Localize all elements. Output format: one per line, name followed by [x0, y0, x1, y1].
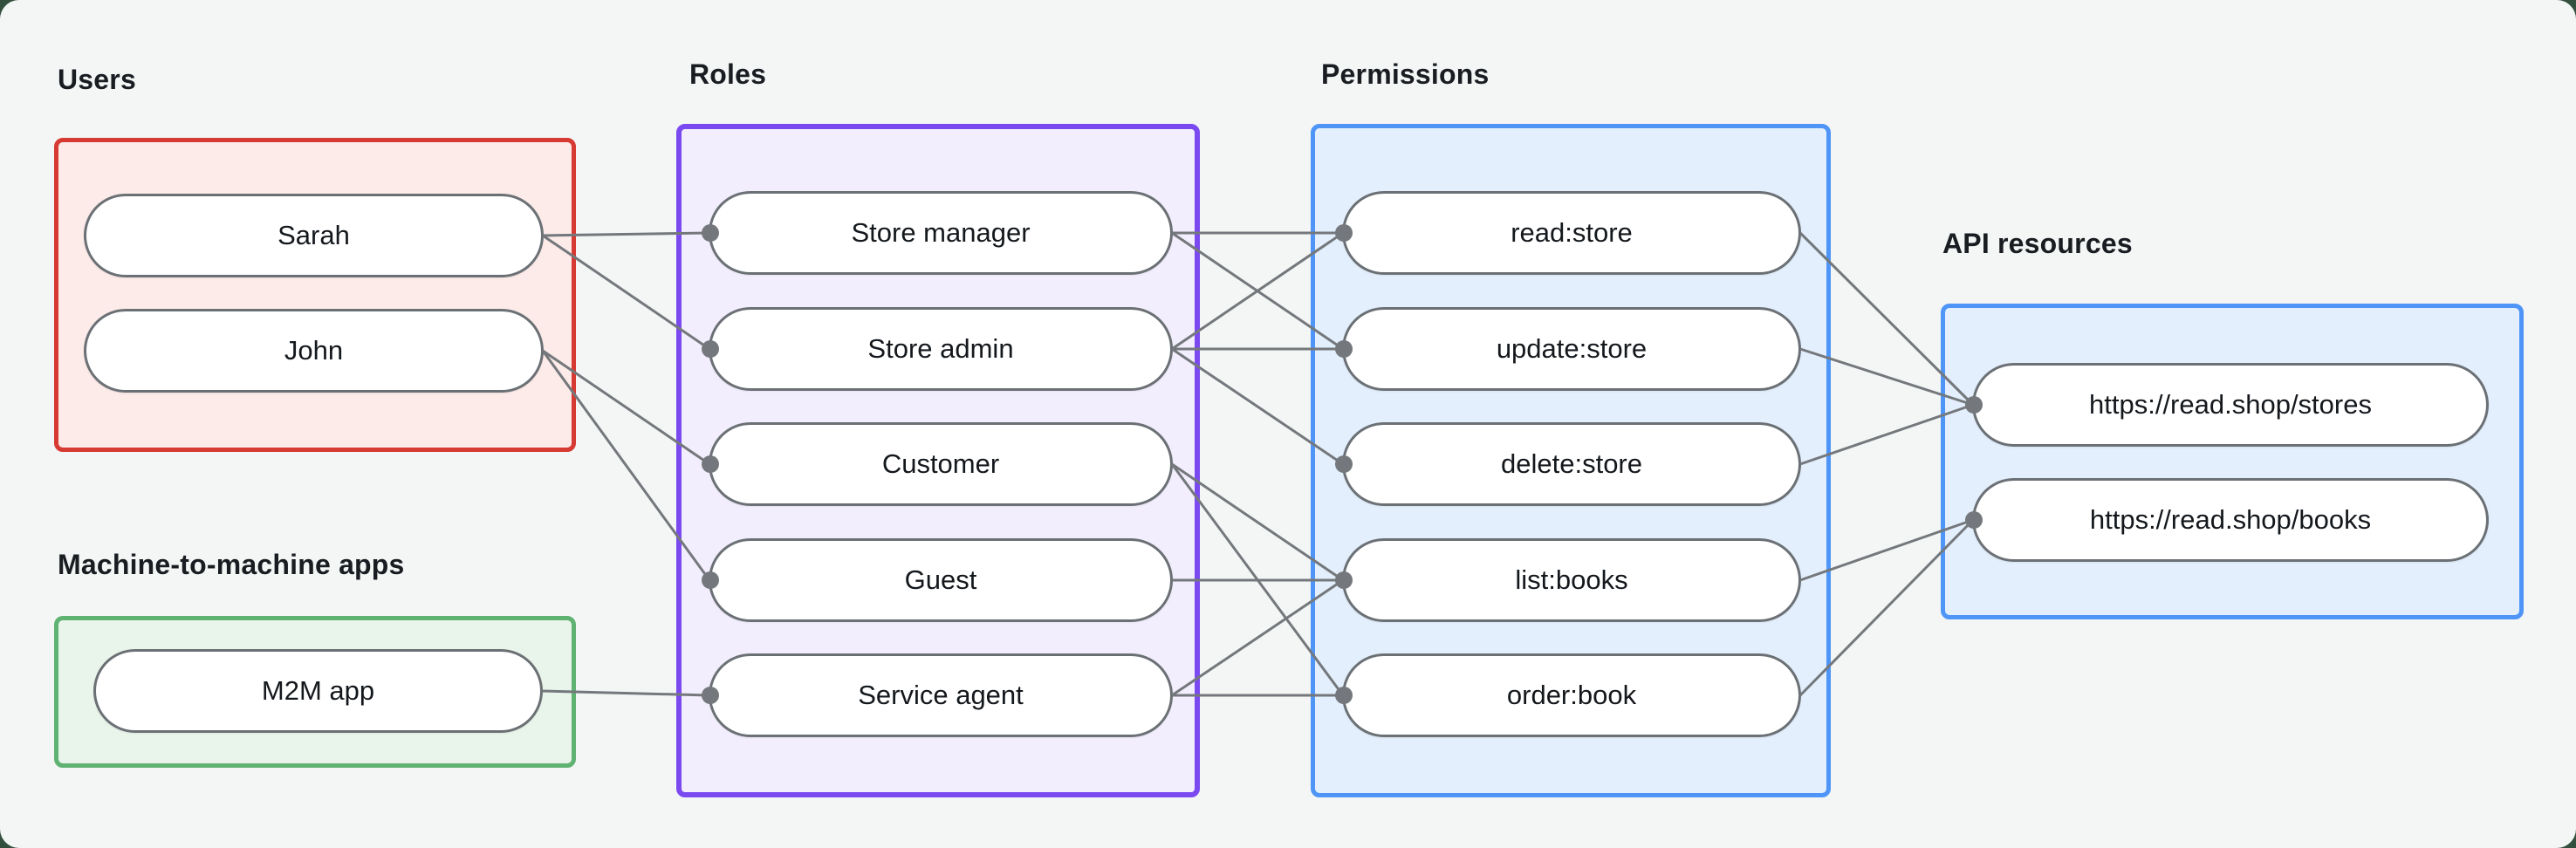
users-group-box: [54, 138, 576, 452]
node-delete-store: delete:store: [1342, 422, 1801, 506]
node-read-store: read:store: [1342, 191, 1801, 275]
node-list-books: list:books: [1342, 538, 1801, 622]
node-store-manager: Store manager: [709, 191, 1173, 275]
permissions-group-label: Permissions: [1321, 58, 1490, 90]
node-store-admin: Store admin: [709, 307, 1173, 391]
api-resources-group-box: [1941, 304, 2524, 619]
node-stores-api: https://read.shop/stores: [1972, 363, 2489, 447]
node-service-agent: Service agent: [709, 653, 1173, 737]
node-guest: Guest: [709, 538, 1173, 622]
m2m-apps-group-label: Machine-to-machine apps: [58, 549, 405, 580]
roles-group-label: Roles: [689, 58, 767, 90]
node-sarah: Sarah: [84, 194, 544, 277]
node-order-book: order:book: [1342, 653, 1801, 737]
node-john: John: [84, 309, 544, 393]
node-customer: Customer: [709, 422, 1173, 506]
users-group-label: Users: [58, 64, 136, 95]
api-resources-group-label: API resources: [1942, 228, 2133, 259]
node-update-store: update:store: [1342, 307, 1801, 391]
node-m2m-app: M2M app: [93, 649, 543, 733]
node-books-api: https://read.shop/books: [1972, 478, 2489, 562]
